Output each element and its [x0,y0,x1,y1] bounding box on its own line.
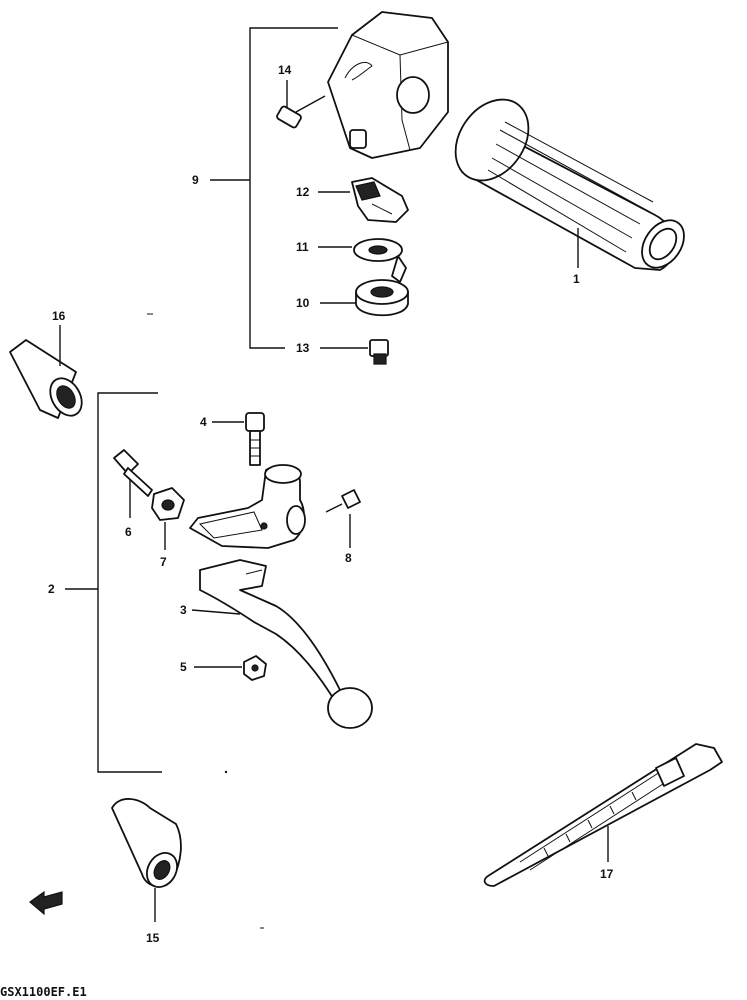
nut-part-5[interactable] [194,655,267,681]
screw-part-8[interactable] [325,489,361,548]
callout-4: 4 [200,415,207,429]
bolt-part-13[interactable] [320,339,389,365]
grip-part-1[interactable] [441,86,693,276]
screw-part-14[interactable] [276,80,326,129]
bracket-group-9 [210,27,338,349]
bolt-part-6[interactable] [113,449,153,518]
callout-7: 7 [160,555,167,569]
callout-3: 3 [180,603,187,617]
callout-6: 6 [125,525,132,539]
callout-11: 11 [296,240,309,254]
callout-8: 8 [345,551,352,565]
pulley-part-12[interactable] [318,177,409,223]
lever-bracket-part[interactable] [189,464,306,549]
switch-housing-part[interactable] [327,11,449,159]
callout-10: 10 [296,296,310,310]
pivot-bolt-part-4[interactable] [212,412,265,466]
diagram-code: GSX1100EF.E1 [0,985,87,999]
callout-12: 12 [296,185,310,199]
bracket-group-2 [65,392,162,773]
callout-15: 15 [146,931,160,945]
callout-5: 5 [180,660,187,674]
callout-2: 2 [48,582,55,596]
lever-cover-part-15[interactable] [111,798,183,922]
scan-marks [147,313,264,929]
callout-16: 16 [52,309,66,323]
collar-part-10[interactable] [320,279,409,317]
cable-band-part-17[interactable] [483,743,723,887]
callout-17: 17 [600,867,614,881]
callout-labels: 14 9 12 11 1 10 16 13 4 6 8 7 2 3 5 17 1… [48,63,614,945]
callout-14: 14 [278,63,292,77]
callout-13: 13 [296,341,310,355]
cap-part-16[interactable] [9,325,88,421]
nut-part-7[interactable] [151,487,185,550]
lever-part-3[interactable] [191,559,373,729]
callout-1: 1 [573,272,580,286]
left-arrow-icon [29,890,63,916]
callout-9: 9 [192,173,199,187]
washer-part-11[interactable] [318,238,407,283]
